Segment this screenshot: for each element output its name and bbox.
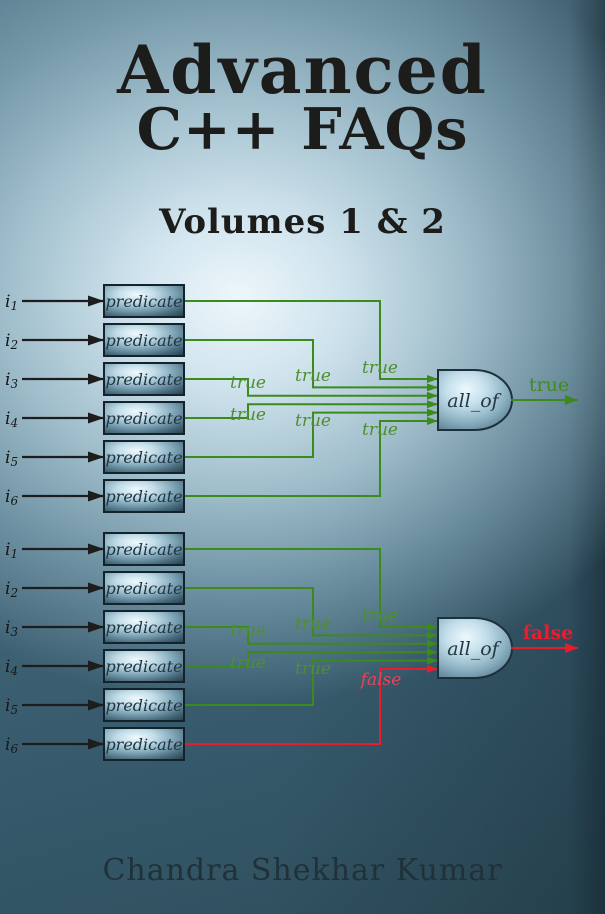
predicate-box: predicate xyxy=(103,532,185,566)
predicate-box: predicate xyxy=(103,649,185,683)
predicate-box-label: predicate xyxy=(105,579,182,598)
wire-value-label: true xyxy=(295,614,331,634)
predicate-box-label: predicate xyxy=(105,370,182,389)
gate-label: all_of xyxy=(447,390,501,412)
predicate-box-label: predicate xyxy=(105,448,182,467)
input-label-i1: i1 xyxy=(5,292,18,313)
input-label-i5: i5 xyxy=(5,696,18,717)
predicate-box-label: predicate xyxy=(105,409,182,428)
wire-i2 xyxy=(184,587,438,640)
input-subscript: 6 xyxy=(10,494,18,508)
wire-i3 xyxy=(184,626,438,648)
wire-value-label-false: false xyxy=(359,670,402,690)
input-label-i4: i4 xyxy=(5,657,18,678)
predicate-box: predicate xyxy=(103,401,185,435)
diagram-bottom: i1 i2 i3 i4 i5 i6 predicate predicate pr… xyxy=(5,532,578,761)
input-subscript: 2 xyxy=(9,338,18,352)
wire-value-label: true xyxy=(362,420,398,440)
wire-value-label: true xyxy=(230,405,266,425)
input-subscript: 5 xyxy=(10,455,18,469)
wire-i5 xyxy=(184,656,438,706)
input-subscript: 3 xyxy=(10,625,18,639)
input-subscript: 2 xyxy=(9,586,18,600)
predicate-box-label: predicate xyxy=(105,540,182,559)
predicate-box: predicate xyxy=(103,479,185,513)
wire-value-label: true xyxy=(230,373,266,393)
input-subscript: 5 xyxy=(10,703,18,717)
input-label-i6: i6 xyxy=(5,735,18,756)
all-of-gate: all_of xyxy=(437,369,513,431)
wire-i4 xyxy=(184,648,438,667)
input-base: i xyxy=(5,409,10,429)
input-base: i xyxy=(5,735,10,755)
wire-value-label: true xyxy=(362,358,398,378)
input-base: i xyxy=(5,618,10,638)
wire-value-label: true xyxy=(230,621,266,641)
predicate-box: predicate xyxy=(103,571,185,605)
predicate-box: predicate xyxy=(103,727,185,761)
predicate-box-label: predicate xyxy=(105,487,182,506)
wire-i3 xyxy=(184,378,438,400)
input-subscript: 4 xyxy=(9,664,18,678)
input-label-i2: i2 xyxy=(5,331,18,352)
input-label-i4: i4 xyxy=(5,409,18,430)
input-label-i3: i3 xyxy=(5,370,18,391)
predicate-box-label: predicate xyxy=(105,696,182,715)
predicate-box: predicate xyxy=(103,688,185,722)
predicate-box: predicate xyxy=(103,440,185,474)
book-title-line1: Advanced xyxy=(117,31,488,109)
input-label-i3: i3 xyxy=(5,618,18,639)
input-base: i xyxy=(5,487,10,507)
input-base: i xyxy=(5,540,10,560)
input-subscript: 4 xyxy=(9,416,18,430)
gate-label: all_of xyxy=(447,638,501,660)
predicate-box: predicate xyxy=(103,284,185,318)
diagram-top: i1 i2 i3 i4 i5 i6 predicate predicate pr… xyxy=(5,284,578,513)
wire-i6 xyxy=(184,417,438,497)
input-subscript: 1 xyxy=(10,547,18,561)
input-base: i xyxy=(5,292,10,312)
input-label-i1: i1 xyxy=(5,540,18,561)
input-subscript: 1 xyxy=(10,299,18,313)
wire-i5 xyxy=(184,408,438,458)
wire-i6-false xyxy=(184,665,438,745)
wire-i1 xyxy=(184,548,438,631)
book-subtitle: Volumes 1 & 2 xyxy=(159,202,446,242)
wire-value-label: true xyxy=(362,606,398,626)
author-name: Chandra Shekhar Kumar xyxy=(102,853,503,888)
input-label-i6: i6 xyxy=(5,487,18,508)
predicate-box-label: predicate xyxy=(105,331,182,350)
gate-shape xyxy=(437,617,513,679)
input-base: i xyxy=(5,331,10,351)
wire-i1 xyxy=(184,300,438,383)
output-value-label: false xyxy=(523,622,574,644)
book-title-line2: C++ FAQs xyxy=(136,96,469,163)
input-subscript: 3 xyxy=(10,377,18,391)
input-label-i5: i5 xyxy=(5,448,18,469)
input-base: i xyxy=(5,696,10,716)
predicate-box: predicate xyxy=(103,610,185,644)
wire-value-label: true xyxy=(295,411,331,431)
predicate-box: predicate xyxy=(103,362,185,396)
wire-i4 xyxy=(184,400,438,419)
predicate-box-label: predicate xyxy=(105,618,182,637)
input-label-i2: i2 xyxy=(5,579,18,600)
predicate-box-label: predicate xyxy=(105,735,182,754)
wire-value-label: true xyxy=(295,659,331,679)
predicate-box-label: predicate xyxy=(105,292,182,311)
input-base: i xyxy=(5,370,10,390)
wire-i2 xyxy=(184,339,438,392)
input-base: i xyxy=(5,657,10,677)
input-subscript: 6 xyxy=(10,742,18,756)
predicate-box-label: predicate xyxy=(105,657,182,676)
output-value-label: true xyxy=(529,374,569,396)
input-base: i xyxy=(5,448,10,468)
wire-value-label: true xyxy=(230,653,266,673)
all-of-gate: all_of xyxy=(437,617,513,679)
gate-shape xyxy=(437,369,513,431)
input-base: i xyxy=(5,579,10,599)
predicate-box: predicate xyxy=(103,323,185,357)
wire-value-label: true xyxy=(295,366,331,386)
